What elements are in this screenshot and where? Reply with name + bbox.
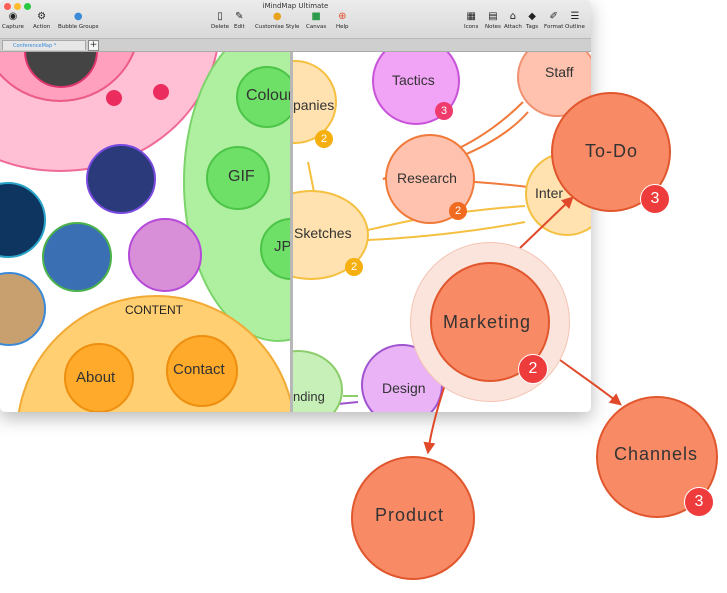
node-colour-label: Colour bbox=[246, 87, 291, 104]
new-tab-button[interactable]: + bbox=[88, 40, 99, 51]
app-window: iMindMap Ultimate ◉ Capture ⚙ Action ● Bubb… bbox=[0, 0, 591, 412]
node-gif-label: GIF bbox=[228, 168, 255, 185]
tag-icon: ◆ bbox=[528, 11, 536, 22]
node-jp-label: JP bbox=[274, 238, 291, 255]
edit-icon: ✎ bbox=[235, 11, 244, 22]
action-button[interactable]: ⚙ Action bbox=[33, 11, 50, 30]
format-label: Format bbox=[544, 24, 564, 30]
node-research-badge: 2 bbox=[449, 202, 467, 220]
node-product-label: Product bbox=[375, 505, 445, 525]
canvas-icon: ■ bbox=[311, 11, 321, 22]
outline-label: Outline bbox=[565, 24, 585, 30]
node-colour[interactable] bbox=[236, 66, 291, 128]
delete-label: Delete bbox=[211, 24, 230, 30]
brush-icon: ✐ bbox=[549, 11, 558, 22]
node-marketing-badge: 2 bbox=[518, 354, 548, 384]
node-contact[interactable] bbox=[166, 335, 238, 407]
node-channels[interactable] bbox=[596, 396, 718, 518]
attach-icon: ⌂ bbox=[509, 11, 517, 22]
bubble-groups-button[interactable]: ● Bubble Groups bbox=[58, 11, 99, 30]
gear-icon: ⚙ bbox=[37, 11, 47, 22]
delete-button[interactable]: ▯ Delete bbox=[211, 11, 229, 30]
node-about-label: About bbox=[76, 369, 116, 386]
notes-button[interactable]: ▤ Notes bbox=[485, 11, 501, 30]
format-button[interactable]: ✐ Format bbox=[544, 11, 563, 30]
customise-style-button[interactable]: ● Customise Style bbox=[255, 11, 299, 30]
help-button[interactable]: ⊕ Help bbox=[336, 11, 349, 30]
node-sketches-label: Sketches bbox=[294, 225, 352, 241]
node-tactics[interactable] bbox=[372, 52, 460, 125]
node-branding-label: nding bbox=[293, 389, 325, 404]
node-gif[interactable] bbox=[206, 146, 270, 210]
node-marketing-label: Marketing bbox=[443, 312, 532, 332]
outline-icon: ☰ bbox=[570, 11, 580, 22]
delete-icon: ▯ bbox=[217, 11, 223, 22]
node-staff[interactable] bbox=[517, 52, 591, 117]
node-about[interactable] bbox=[64, 343, 134, 412]
node-channels-label: Channels bbox=[614, 444, 699, 464]
image-bubble-swatches[interactable] bbox=[0, 272, 46, 346]
icons-icon: ▦ bbox=[466, 11, 476, 22]
node-todo-badge: 3 bbox=[640, 184, 670, 214]
right-map-canvas[interactable]: Tactics 3 Staff panies 2 Research 2 Inte… bbox=[293, 52, 591, 412]
attach-label: Attach bbox=[504, 24, 522, 30]
tab-bar: ConferenceMap * + bbox=[0, 39, 591, 52]
node-research-label: Research bbox=[397, 170, 457, 186]
capture-button[interactable]: ◉ Capture bbox=[2, 11, 24, 30]
outline-button[interactable]: ☰ Outline bbox=[565, 11, 585, 30]
node-staff-label: Staff bbox=[545, 64, 574, 80]
node-tactics-badge: 3 bbox=[435, 102, 453, 120]
action-label: Action bbox=[33, 24, 51, 30]
split-divider[interactable] bbox=[290, 52, 293, 412]
tab-conference-map[interactable]: ConferenceMap * bbox=[2, 40, 86, 50]
content-label: CONTENT bbox=[125, 303, 183, 317]
bubble-groups-label: Bubble Groups bbox=[58, 24, 99, 30]
zoom-window-button[interactable] bbox=[24, 3, 31, 10]
close-window-button[interactable] bbox=[4, 3, 11, 10]
title-bar: iMindMap Ultimate ◉ Capture ⚙ Action ● Bubb… bbox=[0, 0, 591, 39]
bubble-groups-icon: ● bbox=[73, 11, 83, 22]
node-companies-label: panies bbox=[293, 97, 335, 113]
notes-icon: ▤ bbox=[488, 11, 498, 22]
edit-label: Edit bbox=[234, 24, 245, 30]
node-channels-badge: 3 bbox=[684, 487, 714, 517]
lifebuoy-icon: ⊕ bbox=[338, 11, 347, 22]
tags-button[interactable]: ◆ Tags bbox=[526, 11, 538, 30]
attach-button[interactable]: ⌂ Attach bbox=[504, 11, 522, 30]
node-sketches-badge: 2 bbox=[345, 258, 363, 276]
node-todo-label: To-Do bbox=[585, 141, 639, 161]
connector-dot[interactable] bbox=[153, 84, 169, 100]
customise-style-label: Customise Style bbox=[255, 24, 300, 30]
connector-dot[interactable] bbox=[106, 90, 122, 106]
image-bubble-gallery[interactable] bbox=[42, 222, 112, 292]
node-design-label: Design bbox=[382, 380, 426, 396]
tags-label: Tags bbox=[526, 24, 539, 30]
left-map-canvas[interactable]: Colour GIF JP CONTENT About Contact bbox=[0, 52, 291, 412]
icons-label: Icons bbox=[464, 24, 479, 30]
capture-label: Capture bbox=[2, 24, 24, 30]
node-product[interactable] bbox=[351, 456, 475, 580]
image-bubble-pattern[interactable] bbox=[128, 218, 202, 292]
node-contact-label: Contact bbox=[173, 361, 225, 378]
window-title: iMindMap Ultimate bbox=[262, 2, 329, 10]
help-label: Help bbox=[336, 24, 349, 30]
node-companies-badge: 2 bbox=[315, 130, 333, 148]
canvas-label: Canvas bbox=[306, 24, 327, 30]
image-bubble-network[interactable] bbox=[0, 182, 46, 258]
minimize-window-button[interactable] bbox=[14, 3, 21, 10]
capture-icon: ◉ bbox=[8, 11, 18, 22]
icons-button[interactable]: ▦ Icons bbox=[464, 11, 478, 30]
edit-button[interactable]: ✎ Edit bbox=[234, 11, 245, 30]
node-inter-label: Inter bbox=[535, 185, 564, 201]
node-tactics-label: Tactics bbox=[392, 72, 435, 88]
palette-icon: ● bbox=[272, 11, 282, 22]
canvas-button[interactable]: ■ Canvas bbox=[306, 11, 326, 30]
notes-label: Notes bbox=[485, 24, 501, 30]
image-bubble-people[interactable] bbox=[86, 144, 156, 214]
